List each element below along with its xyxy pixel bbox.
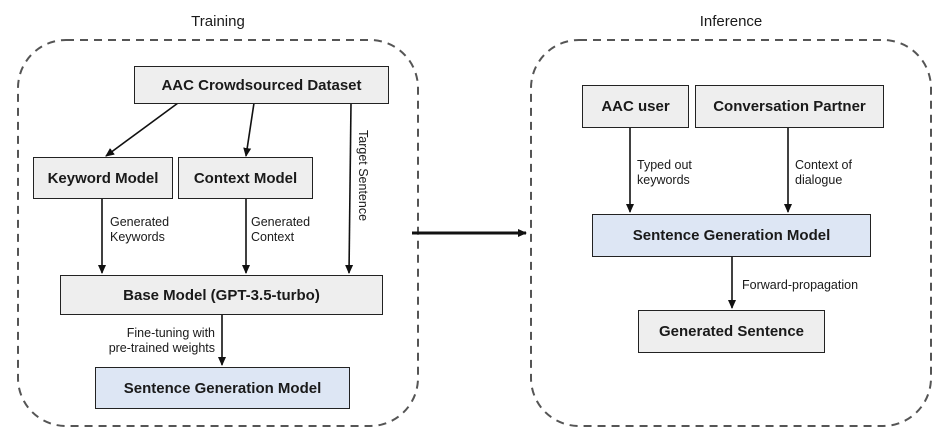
conversation-partner-box: Conversation Partner — [695, 85, 884, 128]
training-sentence-model-box: Sentence Generation Model — [95, 367, 350, 409]
arrow-dataset-to-context — [243, 102, 255, 157]
forward-propagation-label: Forward-propagation — [742, 278, 859, 292]
inference-sentence-model-box: Sentence Generation Model — [592, 214, 871, 257]
keyword-model-box: Keyword Model — [33, 157, 173, 199]
arrow-dataset-to-keyword — [105, 102, 179, 157]
inference-title: Inference — [699, 13, 763, 30]
aac-user-box: AAC user — [582, 85, 689, 128]
base-model-box: Base Model (GPT-3.5-turbo) — [60, 275, 383, 315]
dataset-box: AAC Crowdsourced Dataset — [134, 66, 389, 104]
target-sentence-label: Target Sentence — [356, 130, 370, 222]
context-model-box: Context Model — [178, 157, 313, 199]
training-title: Training — [191, 13, 245, 30]
inference-panel — [530, 39, 932, 427]
generated-sentence-box: Generated Sentence — [638, 310, 825, 353]
arrow-dataset-to-base — [345, 102, 354, 274]
